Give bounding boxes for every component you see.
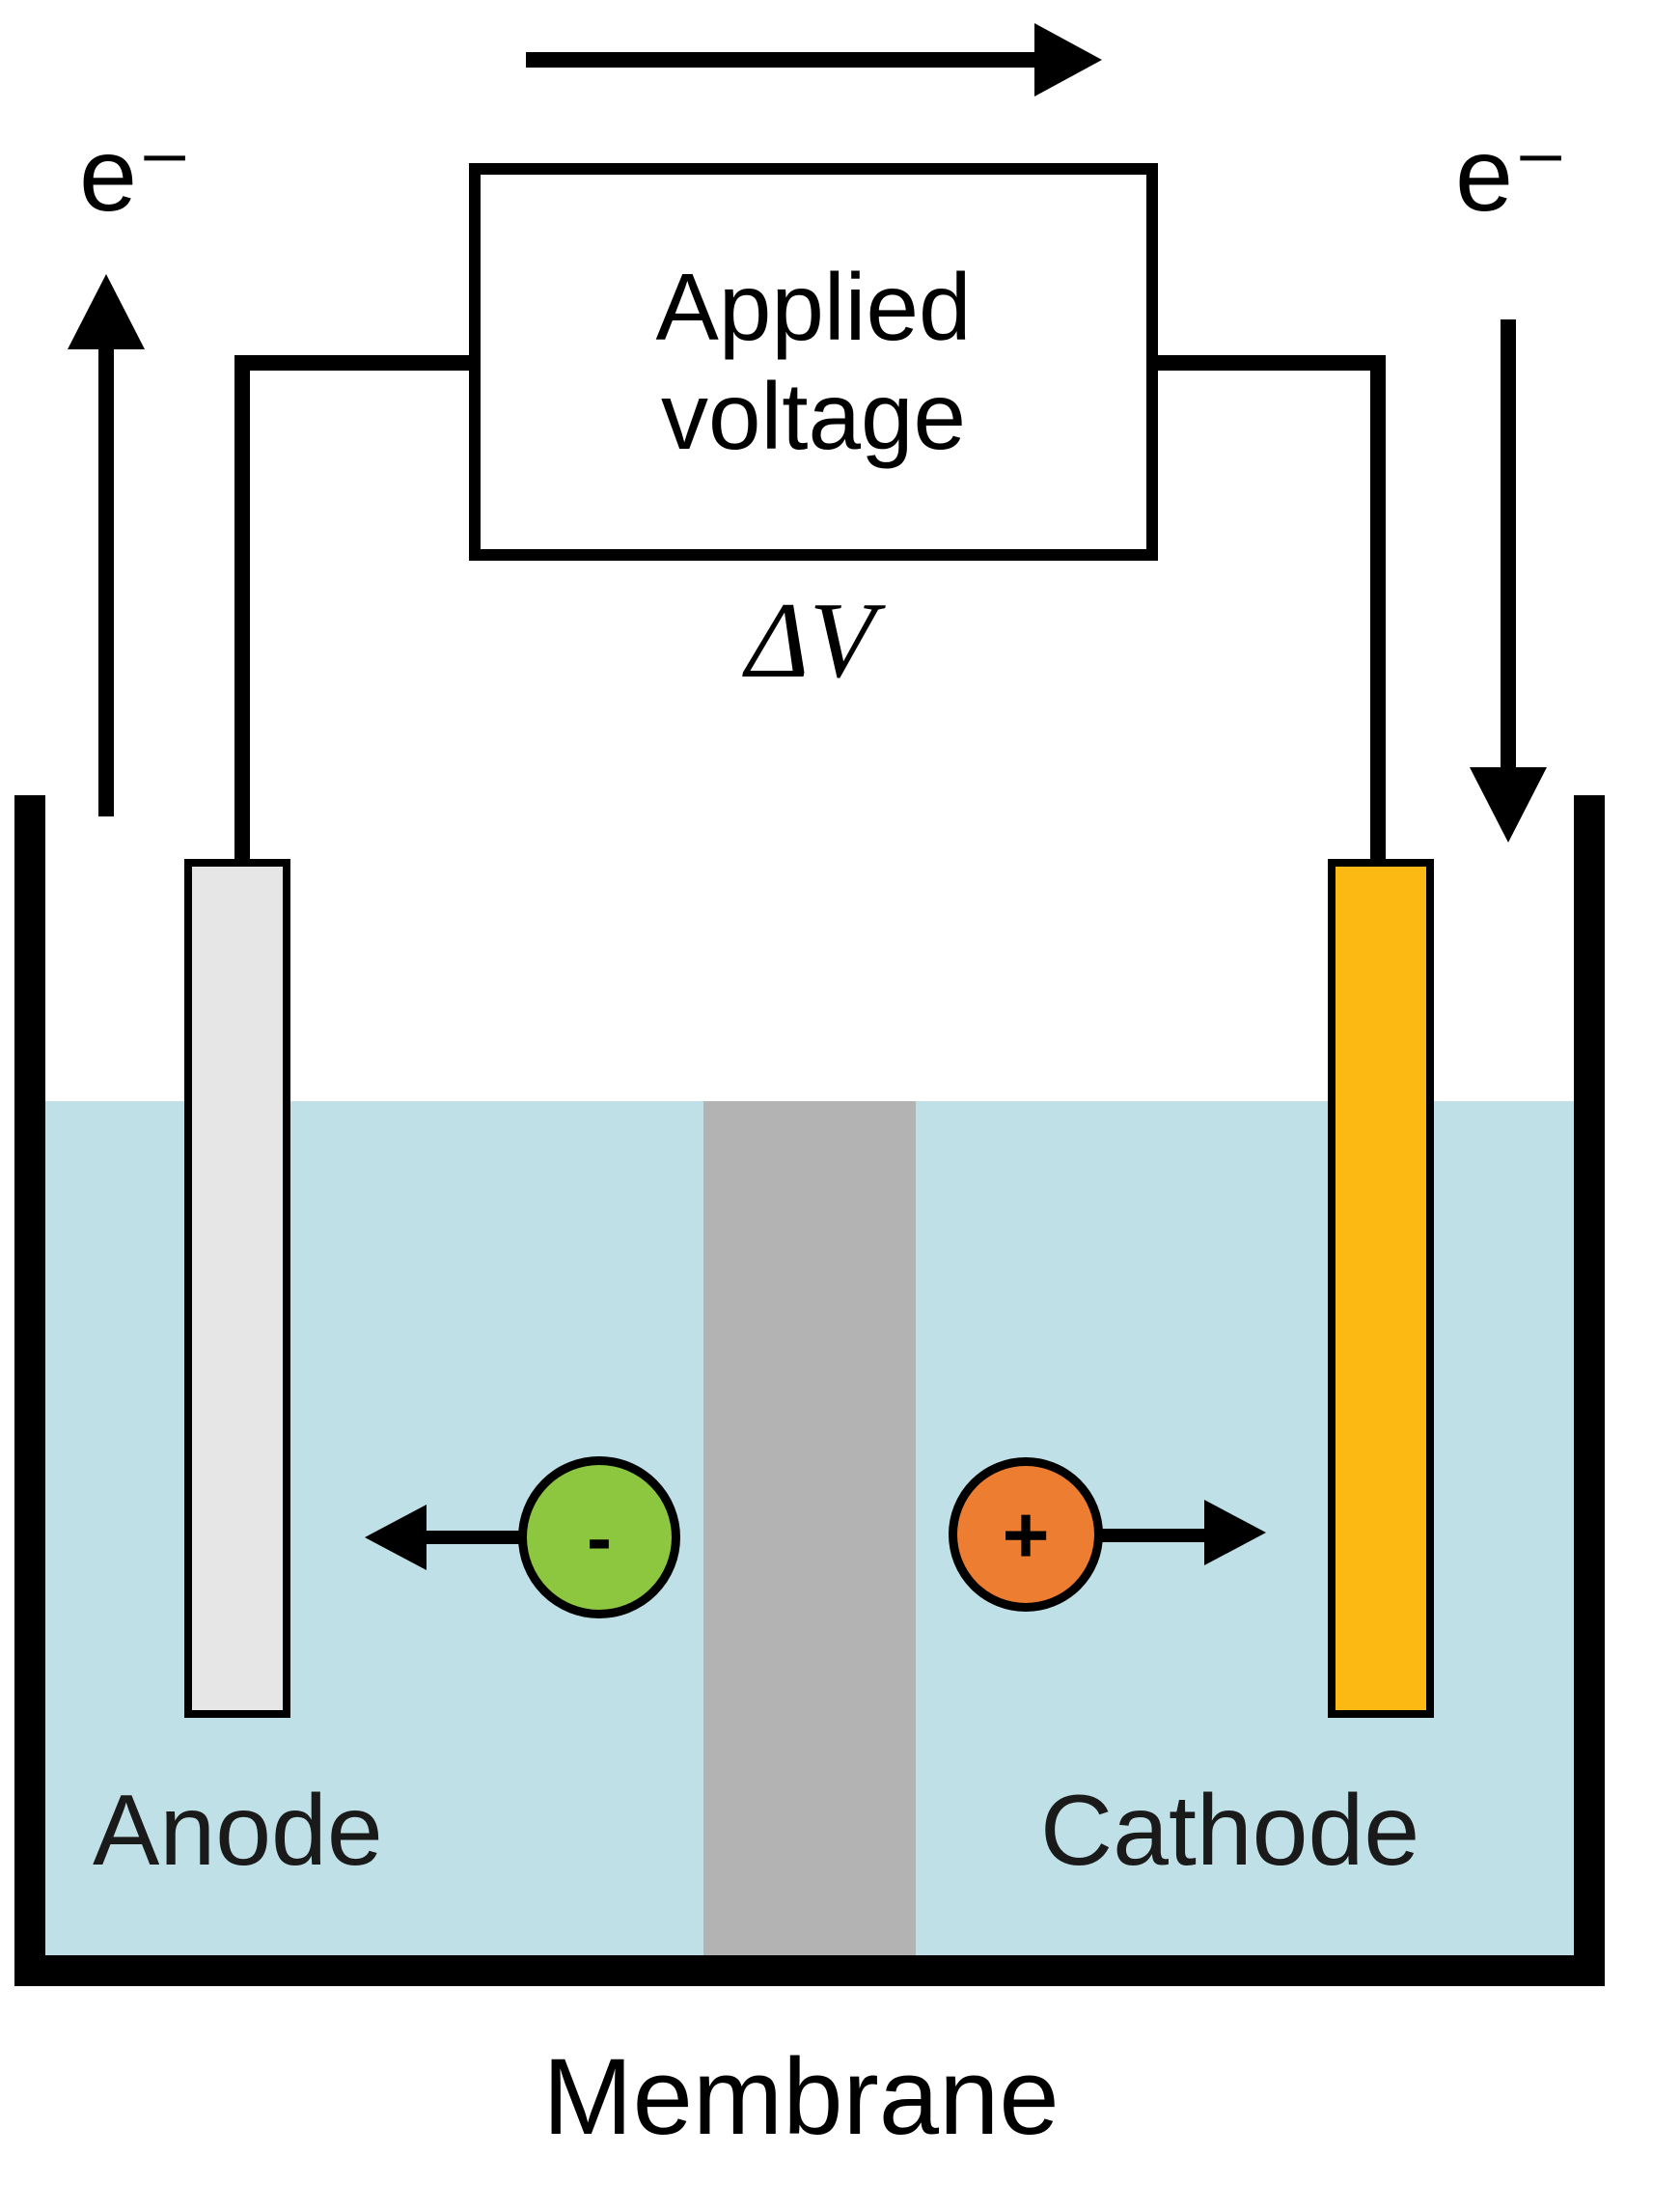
- electron-label-right: e⁻: [1455, 116, 1569, 233]
- cation-charge-symbol: +: [1002, 1488, 1050, 1580]
- applied-voltage-label: Applied voltage: [655, 254, 972, 469]
- delta-v-label: ΔV: [745, 581, 876, 701]
- membrane: [703, 1101, 916, 1956]
- anode-electrode: [184, 859, 290, 1718]
- membrane-label: Membrane: [542, 2036, 1060, 2157]
- anion-charge-symbol: -: [587, 1494, 612, 1580]
- electron-label-left: e⁻: [79, 116, 193, 233]
- anion: -: [518, 1456, 680, 1618]
- cathode-label: Cathode: [1040, 1775, 1420, 1887]
- cation: +: [949, 1457, 1103, 1612]
- applied-voltage-box: Applied voltage: [469, 163, 1158, 561]
- cathode-electrode: [1328, 859, 1434, 1718]
- anode-label: Anode: [93, 1775, 383, 1887]
